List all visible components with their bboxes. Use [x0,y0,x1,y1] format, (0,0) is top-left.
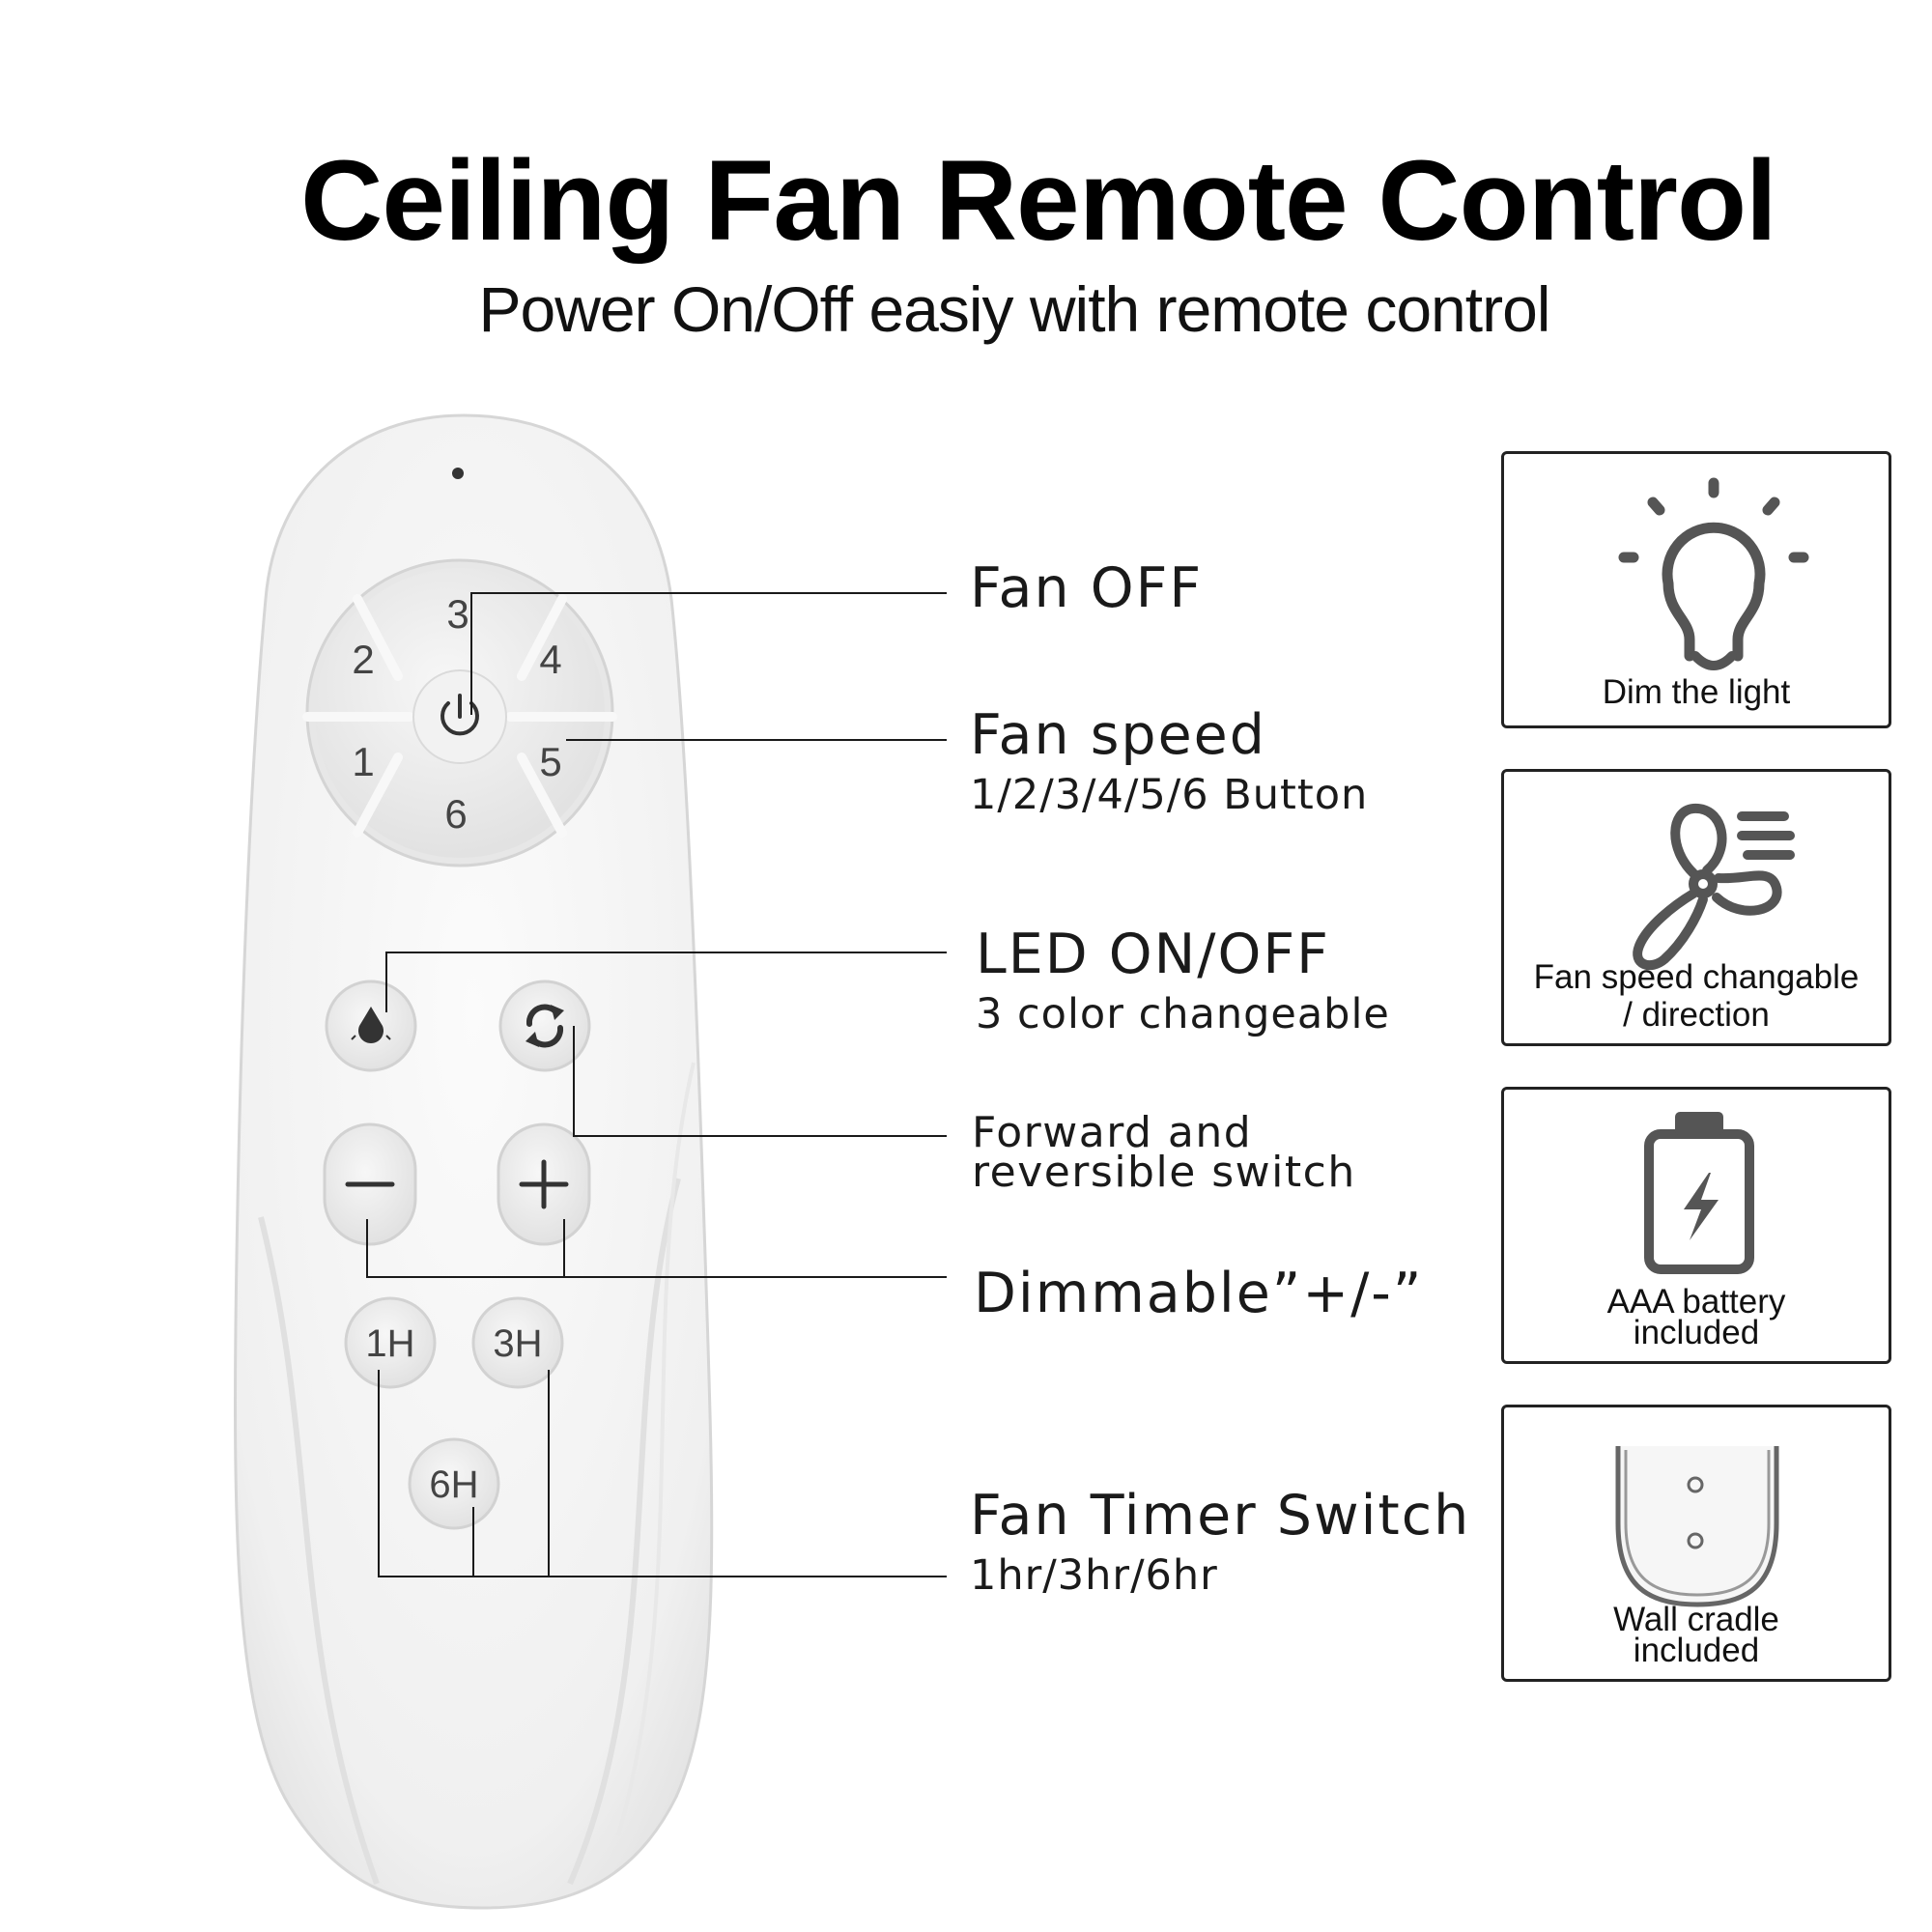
dim-plus-button[interactable] [497,1122,591,1246]
callout-led-label: LED ON/OFF [976,923,1330,986]
reverse-arrows-icon [526,1004,564,1048]
power-icon [440,694,479,736]
timer-1h-label: 1H [365,1322,414,1365]
callout-dimmable-label: Dimmable”+/-” [974,1262,1424,1325]
reverse-button[interactable] [498,980,591,1072]
callout-timer: Fan Timer Switch 1hr/3hr/6hr [970,1484,1470,1600]
page-title: Ceiling Fan Remote Control [300,137,1777,265]
feature-label-cradle-1: Wall cradle [1613,1601,1779,1638]
feature-label-fan-speed-1: Fan speed changable [1533,958,1860,996]
timer-3h-label: 3H [493,1322,542,1365]
battery-icon [1644,1112,1754,1274]
timer-1h-button[interactable]: 1H [344,1296,437,1389]
callout-fan-off: Fan OFF [970,556,1203,620]
plus-icon [519,1159,569,1209]
speed-button-6[interactable]: 6 [444,791,467,837]
callout-forward-reverse: Forward and reversible switch [972,1108,1356,1197]
speed-button-4[interactable]: 4 [539,637,561,682]
callout-led: LED ON/OFF 3 color changeable [976,923,1390,1038]
speed-dial [302,558,617,867]
callout-timer-label: Fan Timer Switch [970,1484,1471,1548]
feature-label-fan-speed-2: / direction [1623,996,1770,1034]
timer-6h-button[interactable]: 6H [408,1437,500,1530]
callout-timer-sub: 1hr/3hr/6hr [970,1551,1218,1600]
bulb-icon [351,1007,391,1043]
callout-fan-speed: Fan speed 1/2/3/4/5/6 Button [970,703,1368,819]
wall-cradle-icon [1615,1446,1779,1607]
led-button[interactable] [325,980,417,1072]
callout-fan-off-label: Fan OFF [970,556,1204,620]
callout-dimmable: Dimmable”+/-” [974,1262,1423,1325]
dial-numbers: 1 2 3 4 5 6 [352,591,561,837]
callout-fan-speed-sub: 1/2/3/4/5/6 Button [970,771,1369,819]
speed-button-5[interactable]: 5 [539,739,561,784]
page-subtitle: Power On/Off easiy with remote control [478,273,1551,345]
dim-minus-button[interactable] [323,1122,417,1246]
timer-3h-button[interactable]: 3H [471,1296,564,1389]
feature-card-battery: AAA battery included [1501,1087,1891,1364]
feature-card-wall-cradle: Wall cradle included [1501,1405,1891,1682]
leader-lines [366,592,947,1577]
callout-led-sub: 3 color changeable [976,990,1390,1038]
callout-fan-speed-label: Fan speed [970,703,1266,767]
speed-button-2[interactable]: 2 [352,637,374,682]
feature-label-dim-light: Dim the light [1602,673,1791,711]
callout-forward-line1: Forward and [972,1108,1253,1157]
led-indicator [452,468,464,479]
callout-forward-line2: reversible switch [972,1148,1356,1197]
light-bulb-icon [1618,477,1809,670]
fan-icon [1633,804,1795,971]
timer-6h-label: 6H [429,1463,478,1506]
speed-button-3[interactable]: 3 [446,591,469,637]
feature-label-battery-2: included [1633,1314,1760,1351]
feature-label-cradle-2: included [1633,1632,1760,1669]
feature-card-dim-light: Dim the light [1501,451,1891,728]
feature-card-fan-speed: Fan speed changable / direction [1501,769,1891,1046]
speed-button-1[interactable]: 1 [352,739,374,784]
feature-label-battery-1: AAA battery [1606,1283,1786,1321]
